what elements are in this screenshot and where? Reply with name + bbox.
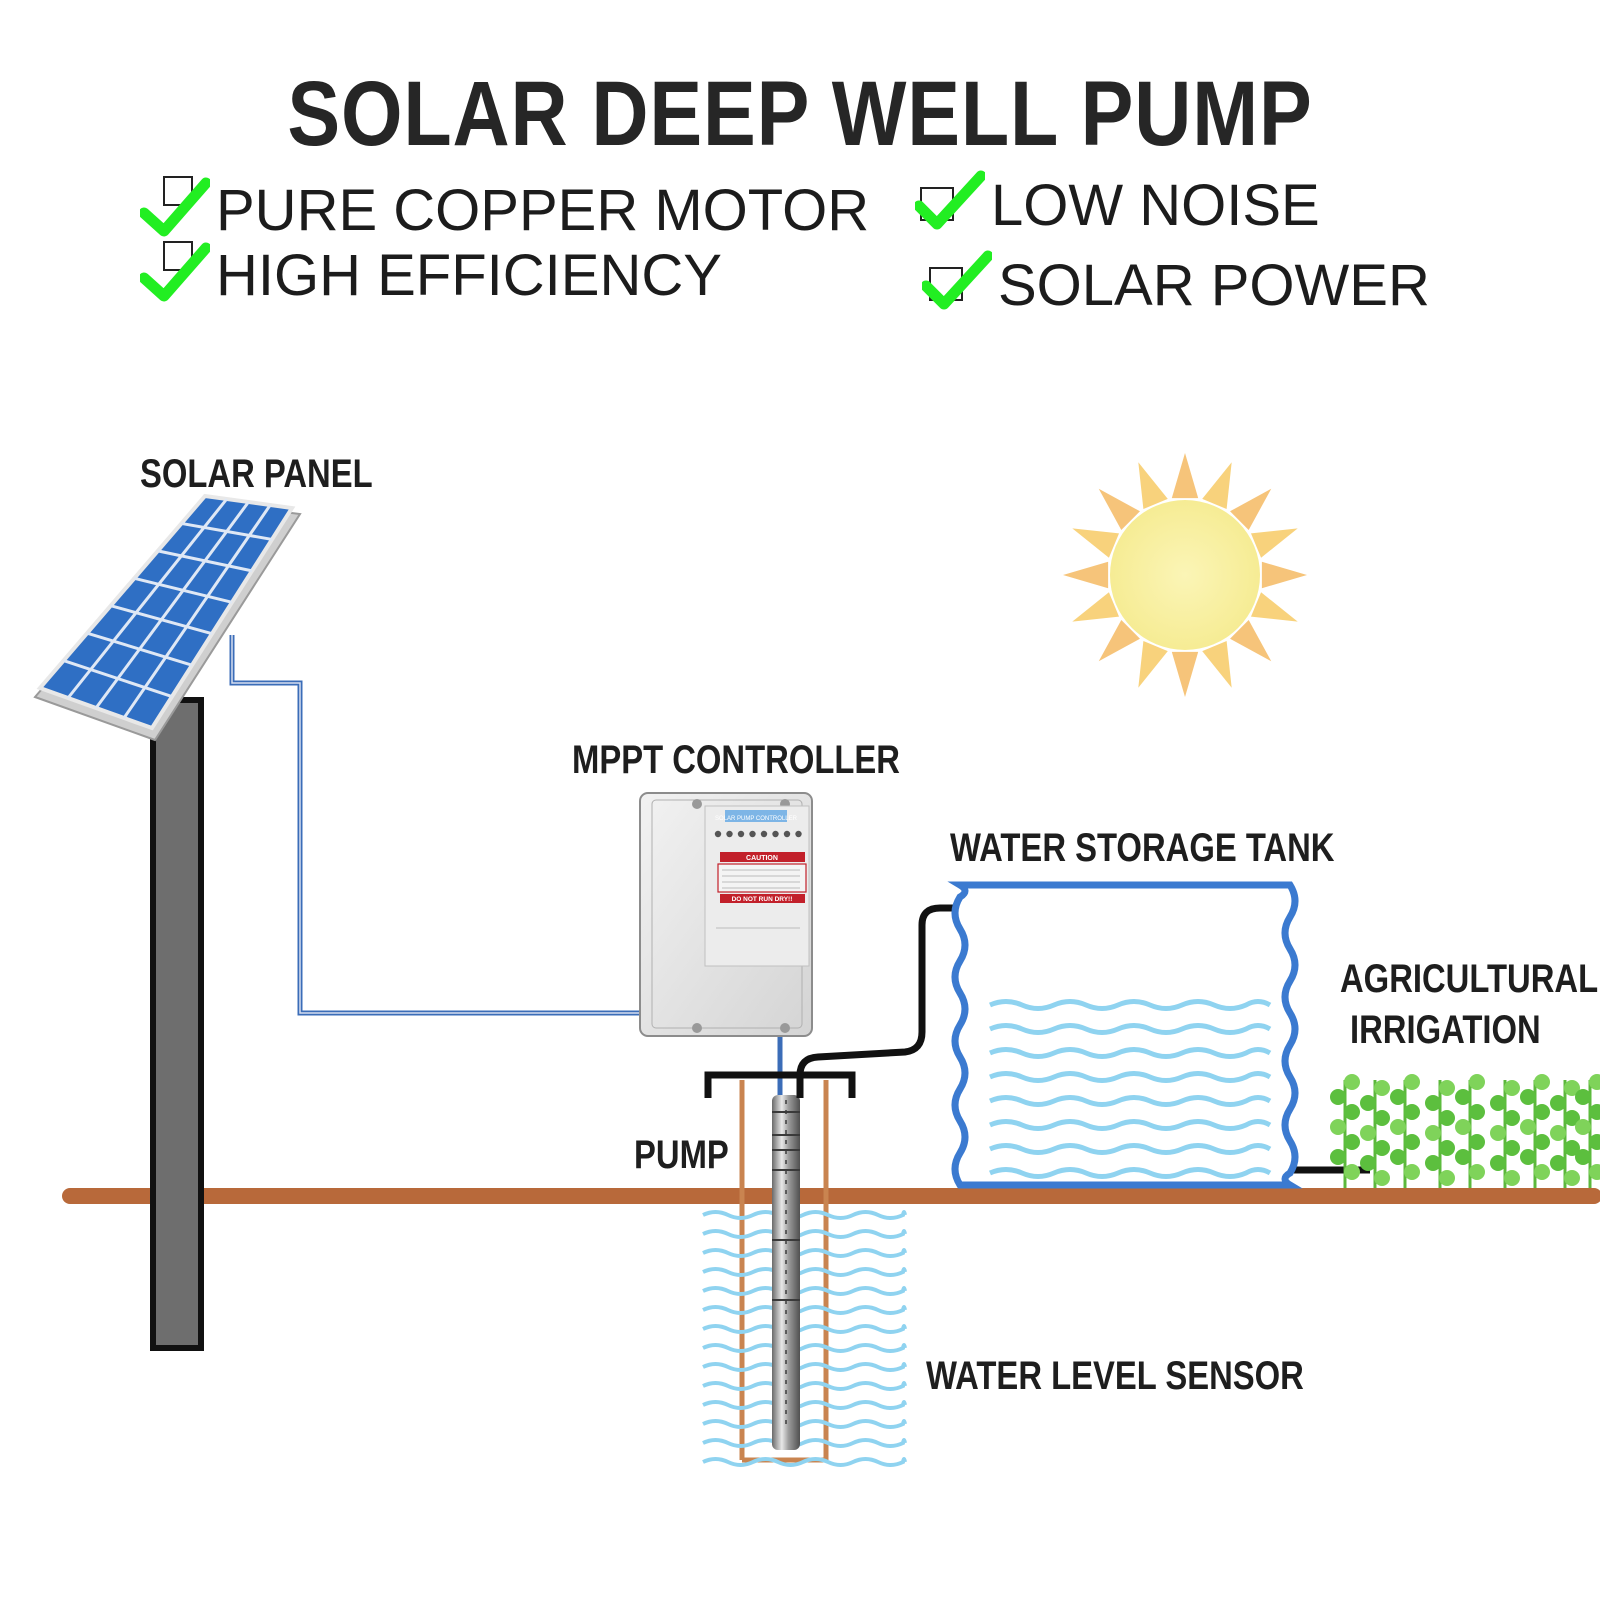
feature-item: HIGH EFFICIENCY xyxy=(138,240,722,310)
submersible-pump xyxy=(772,1095,800,1450)
water-storage-tank-label: WATER STORAGE TANK xyxy=(950,826,1335,870)
groundwater-waves xyxy=(702,1210,907,1467)
page-title: SOLAR DEEP WELL PUMP xyxy=(287,63,1313,165)
feature-label: SOLAR POWER xyxy=(998,252,1430,318)
mppt-controller-box xyxy=(639,792,813,1037)
feature-label: HIGH EFFICIENCY xyxy=(216,242,722,308)
solar-panel-label: SOLAR PANEL xyxy=(140,452,373,496)
feature-item: LOW NOISE xyxy=(913,170,1320,240)
checkmark-icon xyxy=(138,175,212,245)
ground-line xyxy=(62,1188,1600,1204)
feature-label: PURE COPPER MOTOR xyxy=(216,177,870,243)
checkmark-icon xyxy=(920,250,994,320)
sun-icon xyxy=(1063,453,1307,697)
solar-panel xyxy=(33,493,302,742)
checkmark-icon xyxy=(913,170,987,240)
pump-label: PUMP xyxy=(634,1133,729,1177)
feature-item: PURE COPPER MOTOR xyxy=(138,175,870,245)
feature-label: LOW NOISE xyxy=(991,172,1320,238)
irrigation-label: IRRIGATION xyxy=(1350,1008,1541,1052)
mppt-controller-label: MPPT CONTROLLER xyxy=(572,738,900,782)
controller-warning-text: DO NOT RUN DRY!! xyxy=(732,896,793,903)
controller-header-text: SOLAR PUMP CONTROLLER xyxy=(715,816,798,822)
water-storage-tank xyxy=(947,881,1303,1189)
solar-panel-pole xyxy=(150,697,204,1351)
irrigation-plants xyxy=(1330,1074,1600,1188)
feature-item: SOLAR POWER xyxy=(920,250,1430,320)
agricultural-label: AGRICULTURAL xyxy=(1340,957,1599,1001)
checkmark-icon xyxy=(138,240,212,310)
water-level-sensor-label: WATER LEVEL SENSOR xyxy=(926,1354,1304,1398)
controller-caution-text: CAUTION xyxy=(746,855,778,862)
